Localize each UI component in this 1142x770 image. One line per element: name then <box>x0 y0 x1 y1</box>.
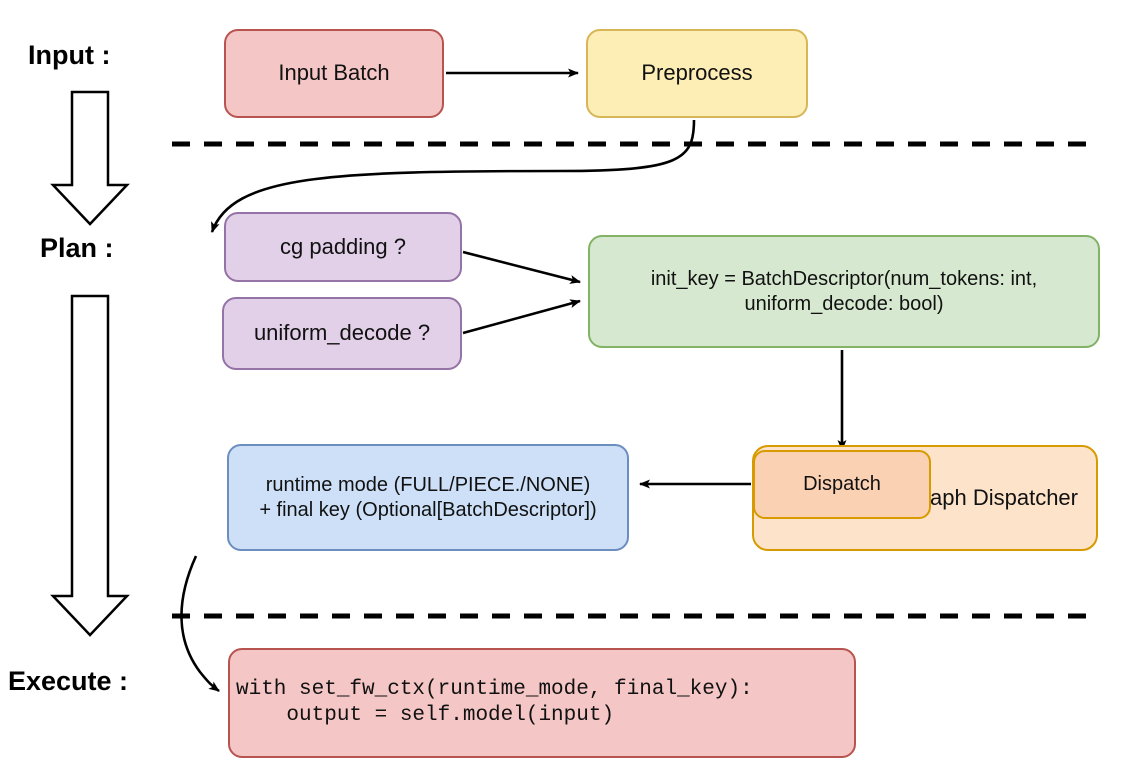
node-uniform-decode[interactable]: uniform_decode ? <box>222 297 462 370</box>
plan-to-execute-block-arrow <box>50 294 130 637</box>
stage-label-execute: Execute : <box>8 666 129 696</box>
node-execute-code[interactable]: with set_fw_ctx(runtime_mode, final_key)… <box>228 648 856 758</box>
node-init-key[interactable]: init_key = BatchDescriptor(num_tokens: i… <box>588 235 1100 348</box>
node-dispatch[interactable]: Dispatch <box>753 450 931 519</box>
edge-runtime-mode-to-execute-code <box>180 555 220 693</box>
stage-label-input: Input : <box>28 40 111 70</box>
input-to-plan-block-arrow <box>50 90 130 226</box>
edge-cg-padding-to-init-key <box>462 250 581 284</box>
stage-label-plan: Plan : <box>40 233 114 263</box>
node-cg-padding[interactable]: cg padding ? <box>224 212 462 282</box>
node-runtime-mode[interactable]: runtime mode (FULL/PIECE./NONE) + final … <box>227 444 629 551</box>
edge-uniform-decode-to-init-key <box>462 299 581 335</box>
node-preprocess[interactable]: Preprocess <box>586 29 808 118</box>
node-input-batch[interactable]: Input Batch <box>224 29 444 118</box>
